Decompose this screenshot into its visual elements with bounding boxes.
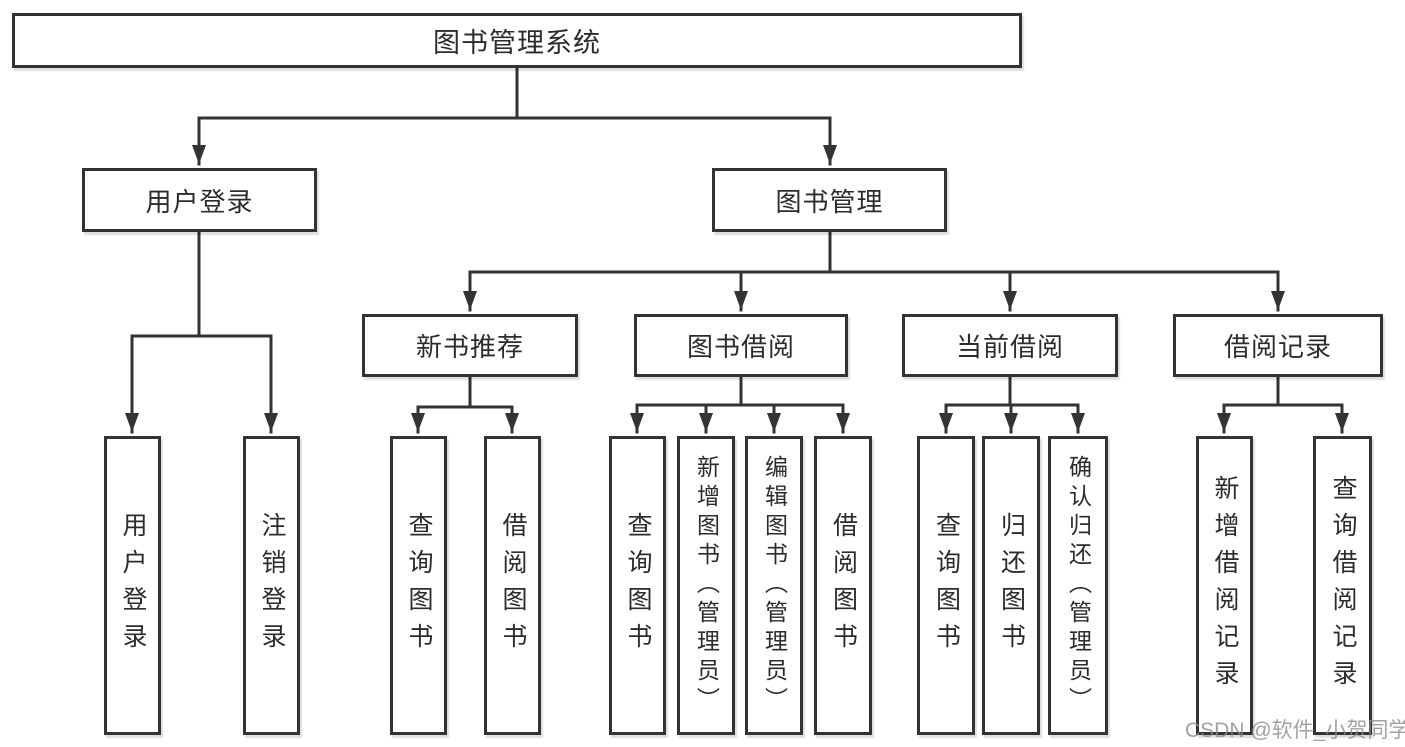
- leaf-logout: 注销登录: [243, 436, 300, 735]
- leaf-edit-book-admin: 编辑图书（管理员）: [745, 436, 803, 735]
- leaf-recommend-borrow-book: 借阅图书: [484, 436, 541, 735]
- leaf-add-book-admin: 新增图书（管理员）: [677, 436, 735, 735]
- node-library-management-system: 图书管理系统: [12, 13, 1022, 68]
- leaf-borrow-book: 借阅图书: [814, 436, 872, 735]
- leaf-user-login: 用户登录: [104, 436, 161, 735]
- node-book-borrow: 图书借阅: [634, 314, 848, 377]
- leaf-add-borrow-record-label: 新增借阅记录: [1211, 474, 1239, 697]
- csdn-watermark: CSDN @软件_小贺同学: [1185, 719, 1405, 742]
- node-book-management: 图书管理: [712, 168, 947, 232]
- leaf-recommend-borrow-book-label: 借阅图书: [499, 511, 527, 660]
- leaf-add-book-admin-label: 新增图书（管理员）: [693, 455, 720, 716]
- leaf-return-book-label: 归还图书: [997, 511, 1026, 660]
- leaf-borrow-query-book-label: 查询图书: [624, 511, 652, 660]
- leaf-confirm-return-admin-label: 确认归还（管理员）: [1065, 455, 1092, 716]
- node-new-book-recommend: 新书推荐: [362, 314, 578, 377]
- leaf-borrow-book-label: 借阅图书: [829, 511, 858, 660]
- leaf-user-login-label: 用户登录: [119, 511, 147, 660]
- leaf-logout-label: 注销登录: [258, 511, 286, 660]
- leaf-query-borrow-record-label: 查询借阅记录: [1329, 474, 1357, 697]
- leaf-current-query-book: 查询图书: [917, 436, 975, 735]
- leaf-add-borrow-record: 新增借阅记录: [1196, 436, 1253, 735]
- leaf-recommend-query-book: 查询图书: [390, 436, 447, 735]
- leaf-edit-book-admin-label: 编辑图书（管理员）: [761, 455, 788, 716]
- leaf-borrow-query-book: 查询图书: [609, 436, 666, 735]
- leaf-query-borrow-record: 查询借阅记录: [1313, 436, 1372, 735]
- leaf-current-query-book-label: 查询图书: [932, 511, 961, 660]
- leaf-confirm-return-admin: 确认归还（管理员）: [1048, 436, 1108, 735]
- leaf-return-book: 归还图书: [982, 436, 1040, 735]
- node-current-borrow: 当前借阅: [902, 314, 1118, 377]
- leaf-recommend-query-book-label: 查询图书: [405, 511, 433, 660]
- node-user-login: 用户登录: [82, 168, 317, 232]
- node-borrow-records: 借阅记录: [1173, 314, 1383, 377]
